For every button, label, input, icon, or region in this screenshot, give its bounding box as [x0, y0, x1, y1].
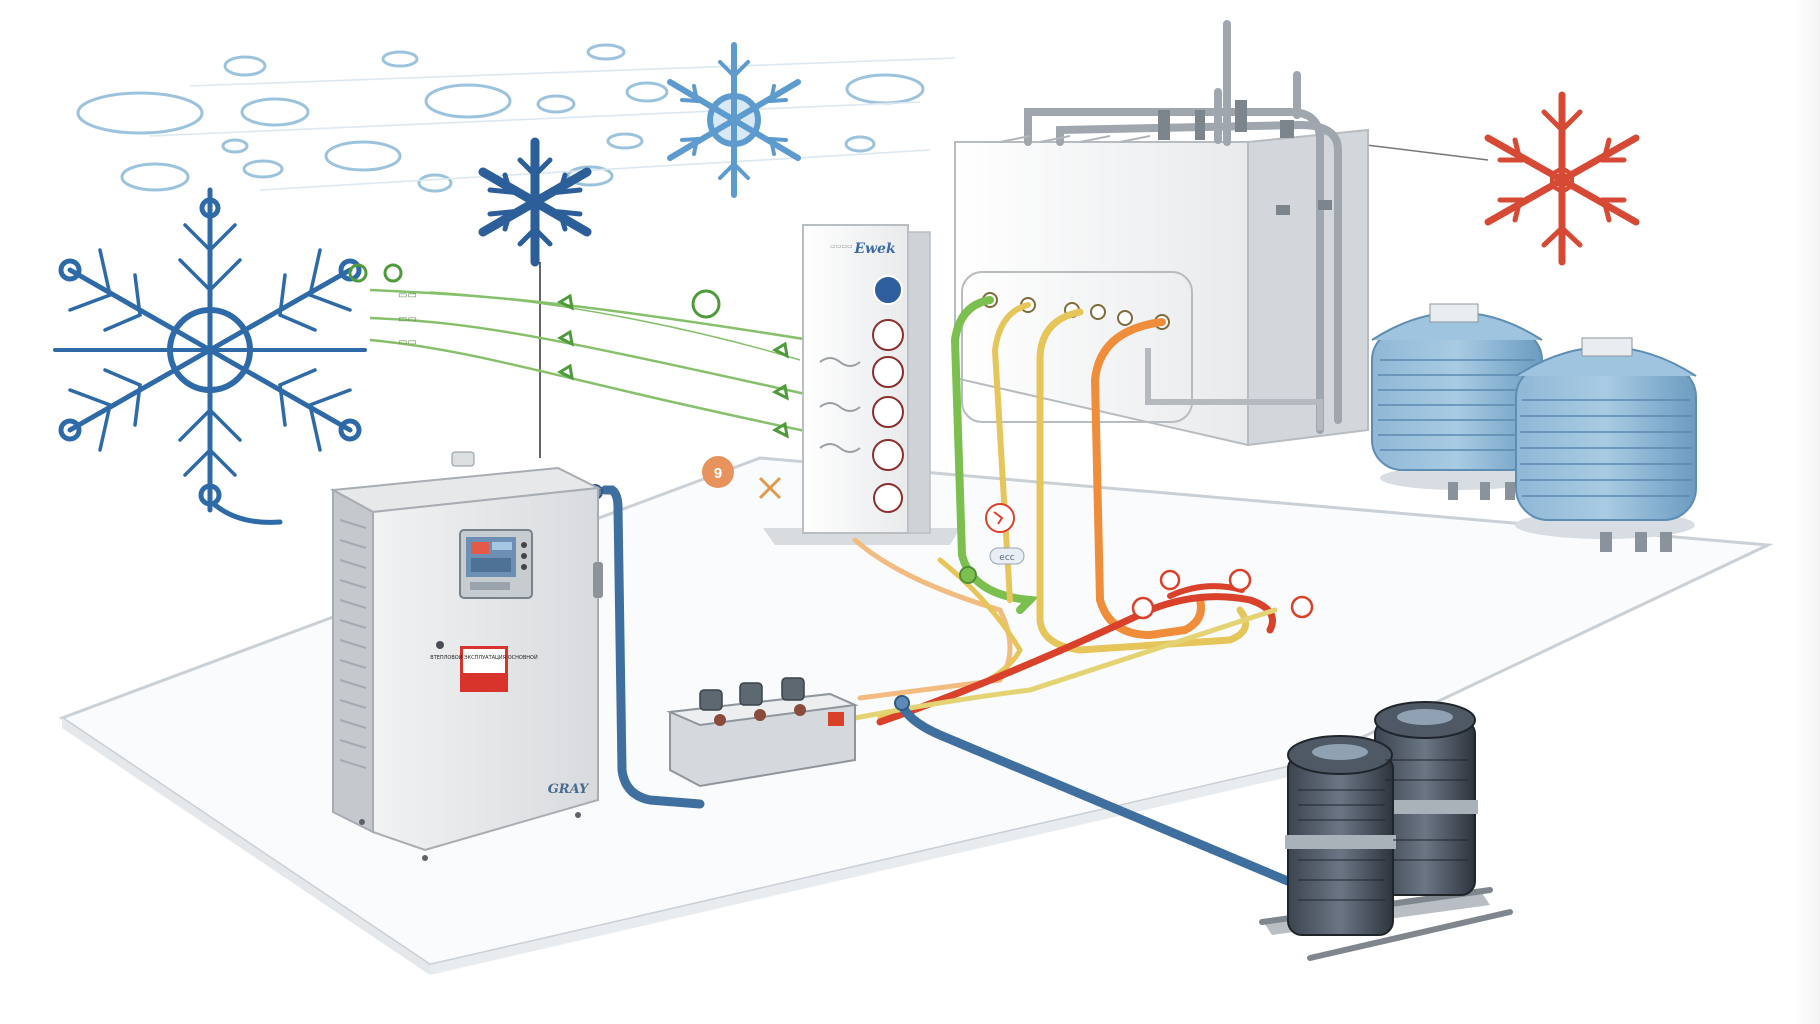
cooler-back: [1372, 701, 1478, 896]
tower-gauges: [872, 275, 904, 513]
svg-text:▭▭▭▭: ▭▭▭▭: [830, 243, 853, 250]
svg-text:▭▭: ▭▭: [398, 314, 417, 325]
tank-left-ribs: [1378, 359, 1538, 451]
warning-sign-text: ВТЕПЛОВОЙ ЭКСПЛУАТАЦИЯ ОСНОВНОЙ: [430, 654, 538, 661]
tower-brand-label: Ewek: [853, 241, 896, 257]
light-blue-snowflake: [667, 42, 801, 198]
red-snowflake-link-line: [1357, 143, 1489, 161]
cold-storage-unit: [954, 20, 1369, 447]
warning-sign: ВТЕПЛОВОЙ ЭКСПЛУАТАЦИЯ ОСНОВНОЙ: [430, 646, 538, 692]
arrow-in-circle-icon: [993, 511, 1004, 525]
manifold-tower-unit: Ewek ▭▭▭▭: [763, 224, 960, 545]
right-edge-shadow: [1794, 0, 1820, 1024]
svg-text:▭▭: ▭▭: [398, 337, 417, 348]
signal-connectors: [348, 263, 789, 439]
storage-tank-left: [1371, 303, 1543, 500]
pipe-junction-markers: [985, 503, 1314, 620]
air-streak-lines: [149, 57, 956, 191]
red-snowflake: [1484, 91, 1640, 266]
signal-lines: [369, 288, 811, 434]
cooler-grille: [1298, 759, 1468, 901]
tank-right-feet: [1600, 532, 1672, 552]
dry-cooler-units: [1259, 701, 1513, 961]
cross-mark-icon: [758, 476, 782, 500]
medium-dark-blue-snowflake: [478, 137, 592, 267]
tower-fittings: [819, 357, 861, 453]
compressor-valves: [714, 704, 806, 726]
cabinet-door-lock: [436, 641, 444, 649]
small-tag-label: ecc: [999, 553, 1014, 563]
cabinet-handle: [593, 562, 603, 598]
roof-pipes: [1024, 20, 1342, 434]
tank-left-feet: [1448, 482, 1515, 500]
tank-right-ribs: [1520, 399, 1692, 497]
storage-tank-right: [1515, 337, 1697, 552]
svg-text:▭▭: ▭▭: [398, 290, 417, 301]
large-blue-snowflake: [53, 187, 367, 525]
panel-brand-label: GRAY: [548, 782, 590, 797]
compressor-heads: [699, 677, 805, 711]
cabinet-feet: [359, 812, 581, 861]
compressor-unit: [666, 677, 859, 788]
green-pipe-end: [959, 566, 977, 584]
roof-vents: [999, 135, 1151, 143]
control-cabinet: ВТЕПЛОВОЙ ЭКСПЛУАТАЦИЯ ОСНОВНОЙ GRAY: [329, 451, 603, 861]
number-badge: 9: [702, 456, 734, 488]
air-bubbles: [76, 43, 925, 193]
badge-number: 9: [714, 465, 722, 482]
small-tag: ecc: [989, 547, 1025, 565]
cabinet-display-panel: [459, 529, 533, 599]
roof-valves: [1158, 100, 1332, 215]
cabinet-side-vents: [339, 519, 367, 769]
refrigerant-pipes: [852, 296, 1278, 726]
cooler-front: [1285, 735, 1396, 936]
small-line-labels: ▭▭ ▭▭ ▭▭: [398, 290, 417, 348]
